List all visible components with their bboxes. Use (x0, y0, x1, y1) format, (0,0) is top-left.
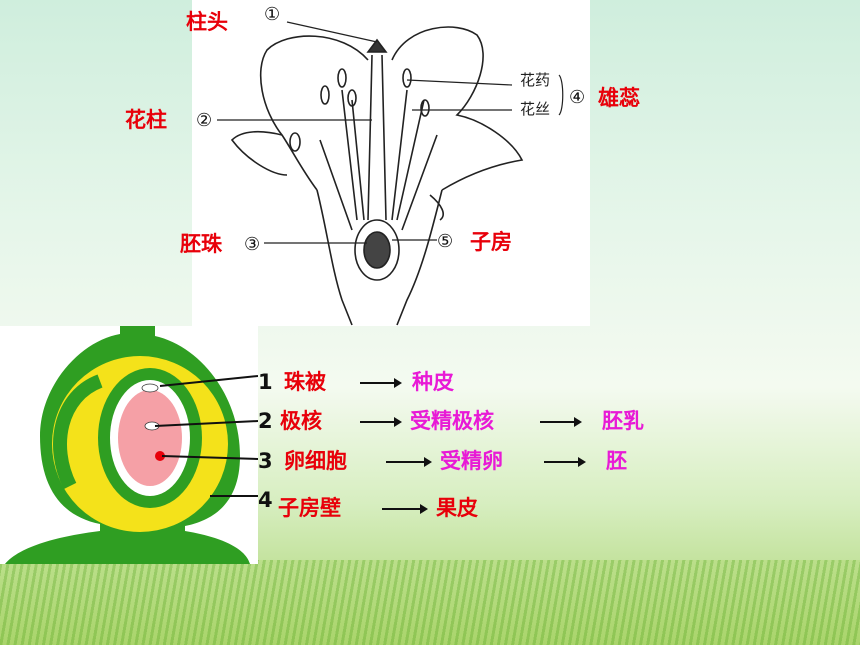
label-filament: 花丝 (520, 100, 551, 118)
stamen-brace (558, 74, 564, 116)
leader-anther (406, 79, 513, 86)
label-stigma: 柱头 (186, 10, 228, 34)
label-stamen: 雄蕊 (598, 86, 640, 110)
ovule-shape (363, 231, 391, 269)
flower-diagram-panel (192, 0, 590, 326)
row-2-num: 2 (258, 409, 273, 433)
fallen-petal (429, 194, 444, 221)
receptacle-left (316, 189, 353, 326)
anther-5 (420, 99, 430, 117)
left-sepal-outline (230, 130, 288, 176)
row-1-num: 1 (258, 370, 273, 394)
filaments (319, 89, 438, 231)
row-4-result: 果皮 (436, 496, 478, 520)
ovule-drawing (5, 326, 259, 564)
row-2-arrow-1 (360, 417, 402, 427)
row-1-part: 珠被 (284, 370, 326, 394)
pointer-2 (154, 420, 259, 427)
style-outline (367, 54, 387, 221)
pointer-3 (161, 455, 259, 460)
embryo-sac (118, 390, 182, 486)
ovary-outline (354, 219, 400, 281)
row-2-arrow-2 (540, 417, 582, 427)
right-petal-outline (391, 26, 524, 191)
row-2-part: 极核 (280, 409, 322, 433)
grass-band (0, 560, 860, 645)
label-anther: 花药 (520, 71, 551, 89)
row-1-result: 种皮 (412, 370, 454, 394)
num-2: ② (196, 110, 213, 131)
row-3-arrow-2 (544, 457, 586, 467)
row-3-arrow-1 (386, 457, 432, 467)
flower-drawing (217, 21, 564, 326)
egg-cell (155, 451, 165, 461)
receptacle-right (396, 189, 443, 326)
anther-2 (320, 85, 330, 105)
label-style: 花柱 (125, 108, 167, 132)
num-3: ③ (244, 234, 261, 255)
row-4-part: 子房壁 (278, 496, 341, 520)
pointer-1 (159, 375, 259, 387)
anther-6 (289, 132, 301, 152)
num-5: ⑤ (437, 231, 454, 252)
anther-1 (337, 68, 347, 88)
row-3-num: 3 (258, 449, 273, 473)
anther-4 (402, 68, 412, 88)
num-4: ④ (569, 87, 586, 108)
row-2-final: 胚乳 (602, 409, 644, 433)
row-3-part: 卵细胞 (284, 449, 347, 473)
row-2-result: 受精极核 (410, 409, 494, 433)
funiculus-curve (53, 374, 103, 490)
row-3-result: 受精卵 (440, 449, 503, 473)
row-4-num: 4 (258, 488, 273, 512)
antipodal-cells (141, 383, 159, 393)
ovule-diagram-panel (0, 326, 259, 564)
label-ovary: 子房 (470, 230, 512, 254)
stigma-shape (366, 38, 388, 53)
row-4-arrow (382, 504, 428, 514)
row-1-arrow (360, 378, 402, 388)
label-ovule: 胚珠 (180, 232, 222, 256)
anther-3 (347, 89, 357, 107)
num-1: ① (264, 4, 281, 25)
left-petal-outline (259, 35, 369, 191)
row-3-final: 胚 (606, 449, 627, 473)
leader-stigma (286, 21, 378, 43)
